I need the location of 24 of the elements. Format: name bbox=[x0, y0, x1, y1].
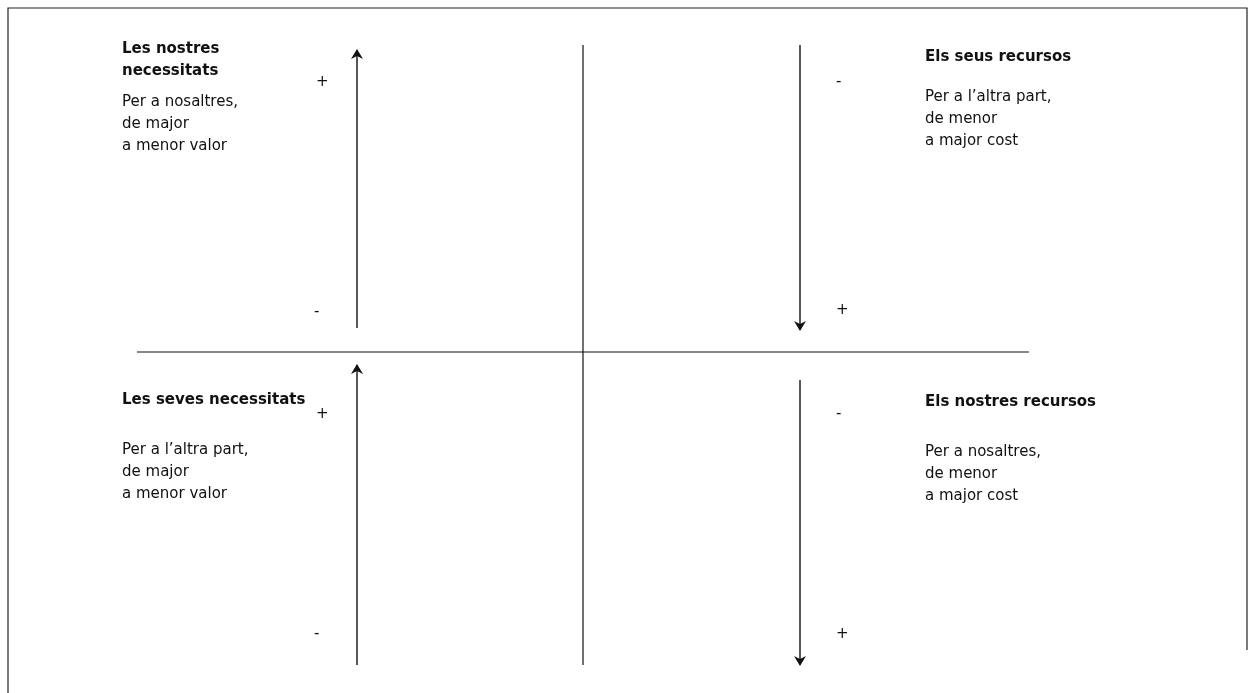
heading: Els seus recursos bbox=[925, 46, 1072, 67]
description-text: a menor valor bbox=[122, 483, 227, 504]
scale-sign: + bbox=[836, 299, 849, 320]
scale-sign: - bbox=[836, 71, 842, 92]
description-text: de major bbox=[122, 113, 189, 134]
scale-sign: + bbox=[316, 71, 329, 92]
description-text: Per a nosaltres, bbox=[122, 91, 239, 112]
description-text: a menor valor bbox=[122, 135, 227, 156]
scale-sign: - bbox=[314, 301, 320, 322]
description-text: Per a l’altra part, bbox=[925, 86, 1052, 107]
description-text: Per a l’altra part, bbox=[122, 439, 249, 460]
scale-sign: - bbox=[836, 403, 842, 424]
heading: Les nostres necessitats bbox=[122, 38, 221, 81]
heading: Els nostres recursos bbox=[925, 391, 1097, 412]
description-text: Per a nosaltres, bbox=[925, 441, 1042, 462]
description-text: de menor bbox=[925, 108, 998, 129]
scale-sign: + bbox=[316, 403, 329, 424]
description-text: de menor bbox=[925, 463, 998, 484]
scale-sign: + bbox=[836, 623, 849, 644]
heading: Les seves necessitats bbox=[122, 389, 306, 410]
description-text: a major cost bbox=[925, 130, 1019, 151]
description-text: de major bbox=[122, 461, 189, 482]
scale-sign: - bbox=[314, 623, 320, 644]
description-text: a major cost bbox=[925, 485, 1019, 506]
